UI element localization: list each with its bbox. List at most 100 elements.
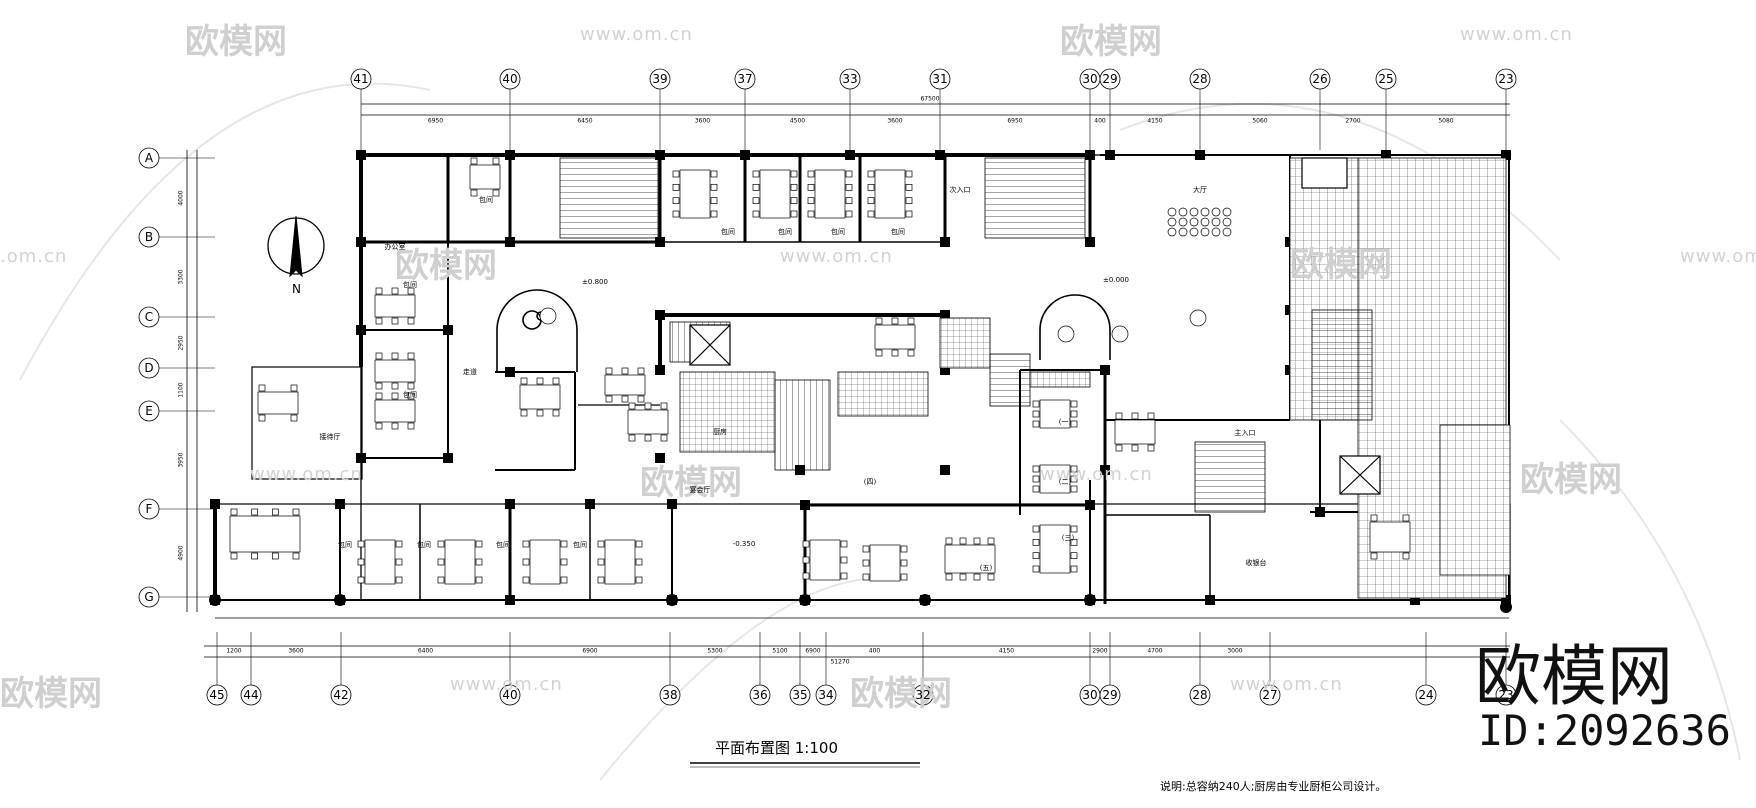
room-label-private: 包间 [479, 196, 493, 204]
column-round [799, 594, 811, 606]
column [655, 453, 665, 463]
bottom-axis-label: 34 [818, 688, 834, 702]
column-round [919, 594, 931, 606]
round-table [1200, 207, 1210, 217]
round-table [1200, 217, 1210, 227]
row-dimension: 3300 [177, 269, 185, 285]
column [443, 453, 453, 463]
row-dimension: 4000 [177, 189, 185, 206]
bottom-axis-bubble [1259, 684, 1281, 706]
round-table [1222, 227, 1232, 237]
round-table [1211, 227, 1221, 237]
column [655, 365, 665, 375]
room-label-hall: 大厅 [1193, 186, 1207, 194]
column [655, 150, 665, 160]
tiled-areas [679, 157, 1511, 599]
row-dimension: 4900 [177, 545, 185, 561]
row-axis-bubble [138, 400, 160, 422]
round-table [1167, 227, 1177, 237]
top-axis-bubble [1495, 68, 1517, 90]
row-axis-label: G [144, 590, 154, 604]
room-label-kitchen: 厨房 [713, 428, 727, 436]
room-label-room-five: (五) [979, 564, 993, 572]
bottom-dimension: 6900 [805, 647, 821, 655]
dining-table [944, 537, 996, 581]
row-dimension: 2950 [177, 334, 185, 351]
row-axis-label: F [145, 502, 153, 516]
dining-table [1114, 412, 1156, 452]
top-axis-label: 37 [737, 72, 753, 86]
watermark-url: .om.cn [0, 246, 68, 267]
top-axis-label: 23 [1498, 72, 1514, 86]
room-label-private: 包间 [496, 541, 510, 549]
watermark-logo: 欧模网 [640, 463, 742, 503]
column [505, 499, 515, 509]
column [1100, 465, 1110, 475]
column [1381, 150, 1391, 160]
dining-table [357, 539, 403, 585]
row-axis-label: C [144, 310, 154, 324]
column [505, 237, 515, 247]
round-table [1189, 217, 1199, 227]
bottom-dimension: 1200 [226, 647, 242, 655]
top-axis-bubble [1189, 68, 1211, 90]
bottom-dimension: 3000 [1227, 647, 1243, 655]
column [505, 150, 515, 160]
room-label-private: 包间 [417, 541, 431, 549]
dining-table [522, 539, 568, 585]
round-table [1189, 227, 1199, 237]
bottom-axis-bubble [659, 684, 681, 706]
watermark-url: www.om.cn [250, 464, 363, 485]
dining-table [672, 169, 718, 219]
top-axis-label: 33 [842, 72, 858, 86]
column [800, 500, 810, 510]
top-axis-bubble [1309, 68, 1331, 90]
watermark-logo: 欧模网 [1290, 245, 1392, 285]
bottom-axis-bubble [912, 684, 934, 706]
bottom-total-dimension: 51270 [830, 658, 850, 666]
column [1410, 595, 1420, 605]
watermark-url: www.om.cn [1680, 246, 1756, 267]
room-label-private: 包间 [403, 281, 417, 289]
bottom-axis-label: 36 [752, 688, 768, 702]
round-table [1111, 325, 1129, 343]
column [443, 325, 453, 335]
column [655, 310, 665, 320]
column [335, 499, 345, 509]
row-axis-label: B [144, 230, 154, 244]
bottom-axis-label: 40 [502, 688, 518, 702]
bottom-axis-bubble [240, 684, 262, 706]
top-dimension: 6950 [1007, 117, 1023, 125]
column [356, 150, 366, 160]
bottom-axis-label: 35 [792, 688, 808, 702]
round-table [1211, 207, 1221, 217]
column [940, 310, 950, 320]
column [505, 367, 515, 377]
room-label-private: 包间 [778, 228, 792, 236]
dining-table [437, 539, 483, 585]
top-axis-label: 29 [1102, 72, 1118, 86]
top-axis-label: 30 [1082, 72, 1098, 86]
top-axis-bubble [734, 68, 756, 90]
bottom-dimension-chain [204, 645, 1510, 658]
dining-table [604, 367, 646, 403]
room-label-private: 包间 [891, 228, 905, 236]
top-dimension: 4500 [789, 117, 806, 125]
watermark-url: www.om.cn [1230, 674, 1343, 695]
column [1085, 500, 1095, 510]
column-round [1084, 594, 1096, 606]
model-id: ID:2092636 [1478, 706, 1731, 755]
top-dimension: 5080 [1438, 117, 1454, 125]
stairwells [559, 157, 1373, 513]
bottom-axis-label: 38 [662, 688, 678, 702]
room-label-cashier: 收银台 [1245, 559, 1267, 567]
bottom-dimension: 5300 [707, 647, 723, 655]
column [655, 237, 665, 247]
dining-table [627, 402, 669, 442]
room-label-reception: 接待厅 [319, 433, 341, 441]
column [1501, 150, 1511, 160]
room-label-entrance: 主入口 [1234, 429, 1256, 437]
top-axis-bubble [839, 68, 861, 90]
round-table [1222, 217, 1232, 227]
top-axis-bubble [350, 68, 372, 90]
